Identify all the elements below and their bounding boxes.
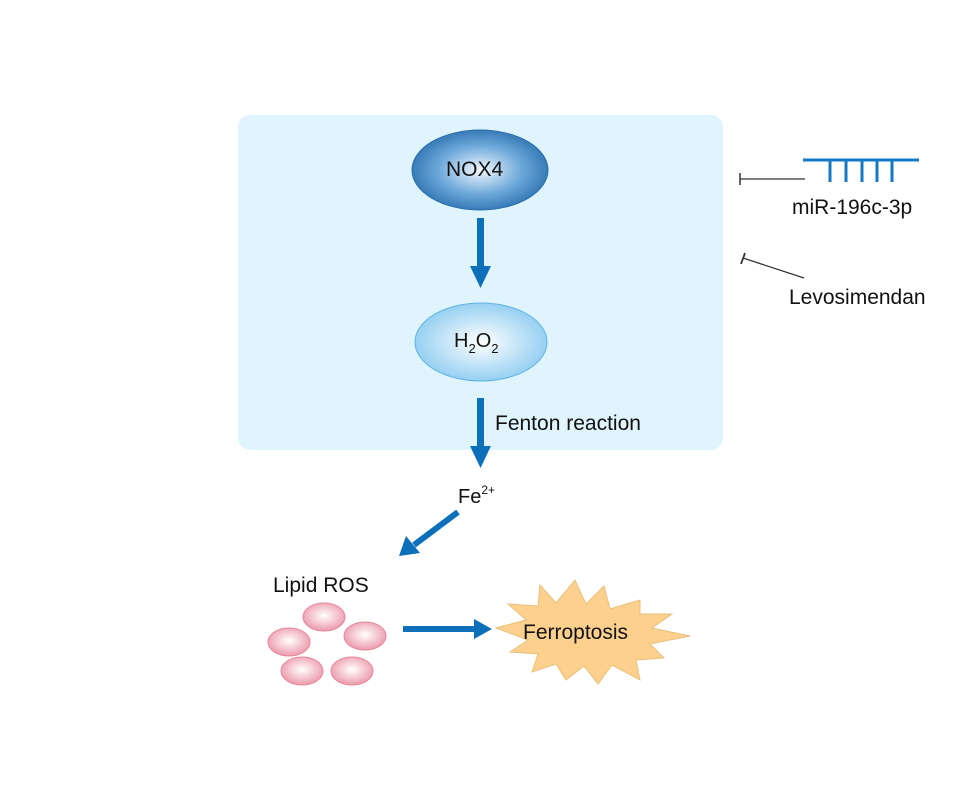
arrow-nox4-to-h2o2 — [470, 218, 491, 288]
lipid-ros-cluster — [267, 602, 387, 686]
levosimendan-inhibition-line — [740, 252, 805, 279]
mirna-inhibitor-symbol — [803, 158, 919, 182]
mirna-inhibition-line — [739, 173, 805, 185]
lipid-droplet — [343, 621, 387, 651]
lipid-droplet — [302, 602, 346, 632]
h2o2-sub2: 2 — [491, 341, 499, 356]
nox4-node — [411, 129, 549, 211]
fe-charge: 2+ — [481, 483, 496, 497]
lipid-droplet — [267, 627, 311, 657]
lipid-ros-label: Lipid ROS — [273, 574, 369, 597]
ferroptosis-label: Ferroptosis — [523, 621, 629, 644]
nox4-label: NOX4 — [446, 158, 504, 181]
h2o2-o: O — [475, 330, 492, 352]
mirna-label: miR-196c-3p — [792, 196, 913, 219]
lipid-droplet — [330, 656, 374, 686]
fe-base: Fe — [458, 486, 482, 508]
h2o2-node — [414, 302, 548, 382]
h2o2-sub1: 2 — [468, 341, 476, 356]
lipid-droplet — [280, 656, 324, 686]
fenton-reaction-label: Fenton reaction — [495, 412, 641, 435]
h2o2-h: H — [454, 330, 469, 352]
arrow-fe-to-lipid-ros — [399, 509, 460, 556]
levosimendan-label: Levosimendan — [789, 286, 926, 309]
ferroptosis-burst — [494, 579, 691, 685]
h2o2-label: H2O2 — [454, 330, 499, 356]
arrow-fenton-reaction — [470, 398, 491, 468]
arrow-lipid-ros-to-ferroptosis — [403, 619, 492, 639]
fe2-label: Fe2+ — [458, 483, 496, 509]
